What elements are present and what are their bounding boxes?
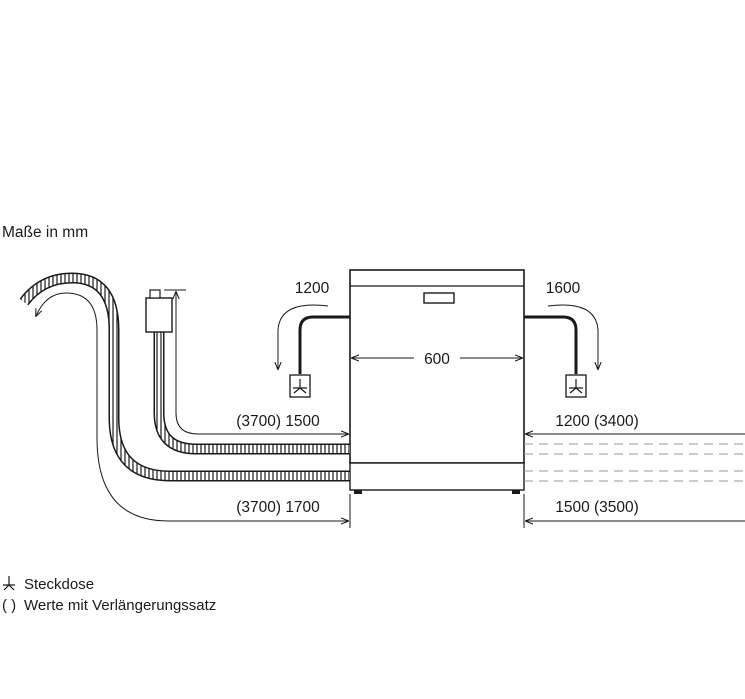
left-power-cord — [278, 304, 350, 374]
control-panel — [423, 292, 455, 304]
right-top-length-label: 1600 — [546, 280, 581, 297]
width-label: 600 — [424, 351, 450, 368]
diagram-title: Maße in mm — [2, 224, 88, 241]
extension-legend-symbol: ( ) — [2, 597, 16, 614]
socket-legend-label: Steckdose — [24, 576, 94, 593]
drain-reach-arc — [36, 292, 348, 521]
legend: Steckdose ( ) Werte mit Verlängerungssat… — [2, 576, 216, 614]
left-lower-length-label: (3700) 1700 — [236, 499, 320, 516]
left-upper-length-label: (3700) 1500 — [236, 413, 320, 430]
right-power-cord — [524, 304, 598, 374]
left-top-length-label: 1200 — [295, 280, 330, 297]
extension-legend-label: Werte mit Verlängerungssatz — [24, 597, 216, 614]
aquastop-valve — [145, 289, 186, 333]
right-hose-routing — [524, 434, 745, 521]
right-lower-length-label: 1500 (3500) — [555, 499, 639, 516]
right-upper-length-label: 1200 (3400) — [555, 413, 639, 430]
socket-icon — [289, 374, 311, 398]
socket-icon — [565, 374, 587, 398]
inlet-hose — [153, 330, 350, 455]
socket-legend-icon — [3, 576, 15, 591]
